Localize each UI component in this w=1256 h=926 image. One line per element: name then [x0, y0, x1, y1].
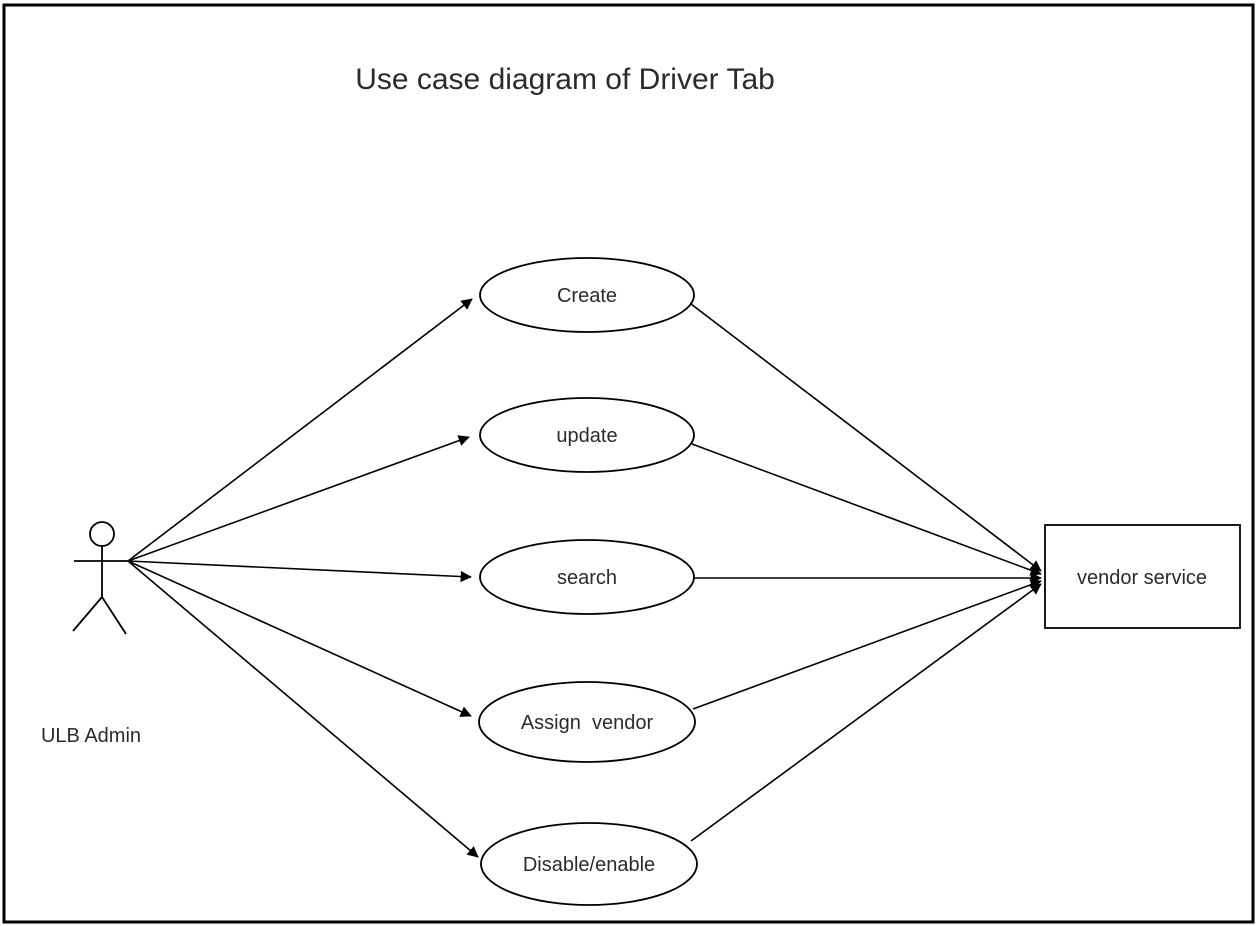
- usecase-update-ellipse: [479, 397, 695, 473]
- canvas-border: [2, 3, 1255, 924]
- edges-usecases-to-system: [690, 303, 1042, 842]
- usecase-disable-enable: Disable/enable: [480, 822, 698, 906]
- usecase-create: Create: [479, 257, 695, 333]
- actor-ulb-admin: ULB Admin: [41, 521, 141, 747]
- usecase-update: update: [479, 397, 695, 473]
- usecase-update-label: update: [556, 425, 617, 447]
- actor-left-leg: [72, 596, 103, 632]
- system-vendor-service-rect: [1044, 524, 1241, 629]
- edge-update-vendor-service: [691, 443, 1042, 576]
- actor-head: [89, 521, 115, 547]
- edge-create-vendor-service: [690, 303, 1042, 572]
- edge-actor-disable-enable: [127, 560, 479, 858]
- edge-actor-assign-vendor: [127, 560, 472, 717]
- usecase-search-ellipse: [479, 539, 695, 615]
- usecase-disable-enable-ellipse: [480, 822, 698, 906]
- usecase-assign-vendor-label: Assign vendor: [521, 712, 654, 734]
- usecase-search-label: search: [557, 567, 617, 589]
- edge-actor-search: [127, 560, 472, 583]
- usecase-search: search: [479, 539, 695, 615]
- usecase-create-ellipse: [479, 257, 695, 333]
- actor-right-leg: [101, 596, 127, 635]
- edge-actor-create: [127, 298, 473, 562]
- actor-label: ULB Admin: [41, 725, 141, 747]
- usecase-assign-vendor-ellipse: [478, 681, 696, 763]
- edge-disable-enable-vendor-service: [690, 583, 1042, 842]
- edge-assign-vendor-vendor-service: [692, 579, 1042, 710]
- edges-actor-to-usecases: [127, 298, 479, 858]
- usecase-disable-enable-label: Disable/enable: [523, 854, 655, 876]
- usecase-create-label: Create: [557, 285, 617, 307]
- system-vendor-service: vendor service: [1044, 524, 1241, 629]
- edge-actor-update: [127, 435, 470, 562]
- system-vendor-service-label: vendor service: [1077, 567, 1207, 589]
- diagram-title: Use case diagram of Driver Tab: [355, 63, 775, 96]
- usecase-assign-vendor: Assign vendor: [478, 681, 696, 763]
